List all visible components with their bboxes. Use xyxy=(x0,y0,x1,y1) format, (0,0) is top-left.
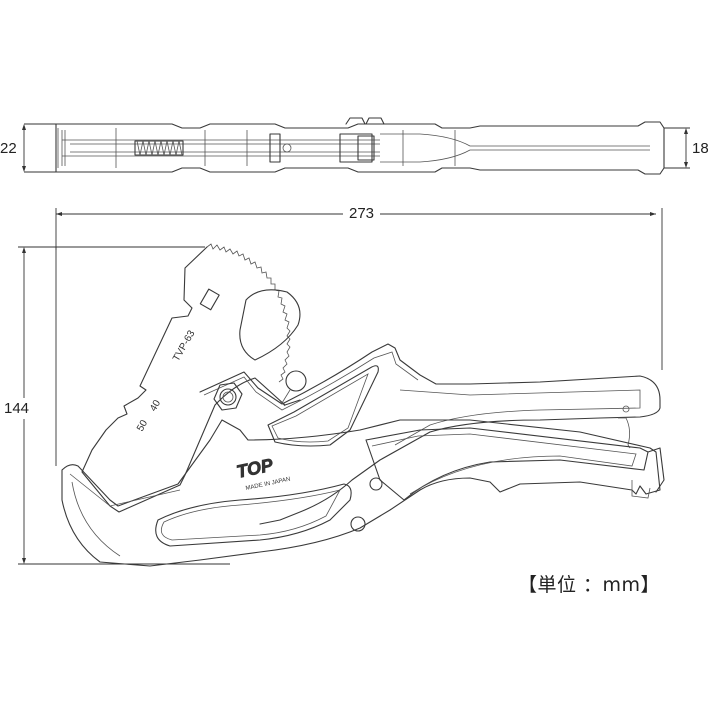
top-view-height-right: 18 xyxy=(692,140,709,157)
blade-model-text: TVP-63 xyxy=(171,328,198,363)
unit-note: 【単位 ：mm】 xyxy=(518,574,661,596)
overall-height-label: 144 xyxy=(4,398,30,419)
blade-mark-50: 50 xyxy=(135,418,150,434)
length-dimension xyxy=(55,208,663,370)
top-view-height-left: 22 xyxy=(0,140,17,157)
brand-logo: TOP xyxy=(235,455,276,482)
overall-length-label: 273 xyxy=(343,206,381,221)
side-view: TVP-63 40 50 TOP MADE IN JAPAN xyxy=(61,243,665,567)
top-view xyxy=(22,117,690,175)
blade-mark-40: 40 xyxy=(148,398,163,414)
